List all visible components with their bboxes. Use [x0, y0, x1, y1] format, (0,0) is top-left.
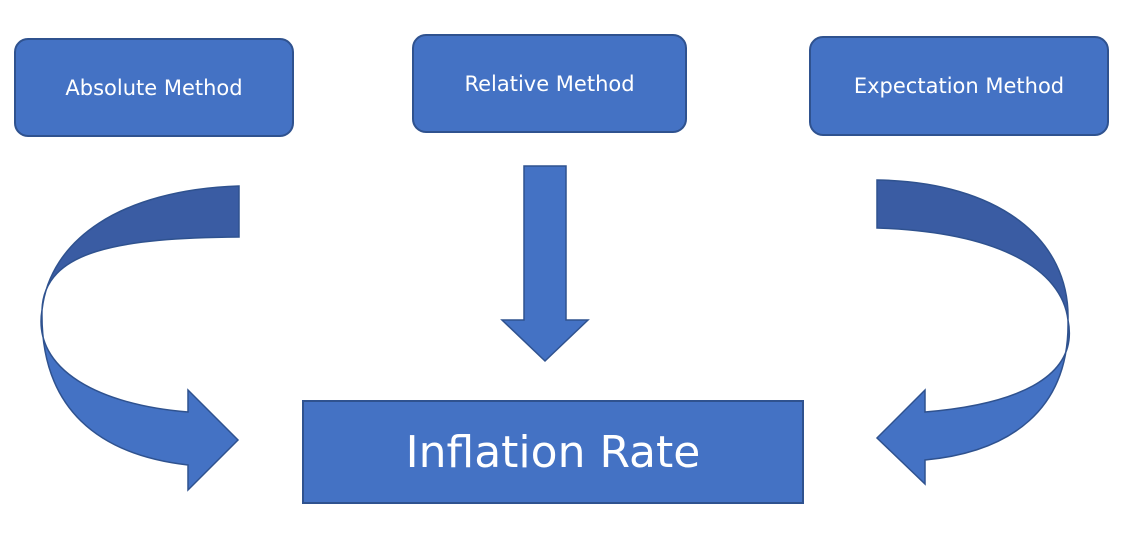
curved-arrow-left: [40, 185, 240, 492]
relative-method-box: Relative Method: [412, 34, 687, 133]
inflation-rate-label: Inflation Rate: [405, 426, 701, 478]
curved-arrow-right: [875, 179, 1071, 486]
expectation-method-label: Expectation Method: [853, 74, 1065, 98]
relative-method-label: Relative Method: [464, 71, 635, 96]
inflation-rate-box: Inflation Rate: [302, 400, 804, 504]
absolute-method-box: Absolute Method: [14, 38, 294, 137]
absolute-method-label: Absolute Method: [65, 75, 243, 100]
straight-arrow-down: [500, 165, 590, 363]
expectation-method-box: Expectation Method: [809, 36, 1109, 136]
